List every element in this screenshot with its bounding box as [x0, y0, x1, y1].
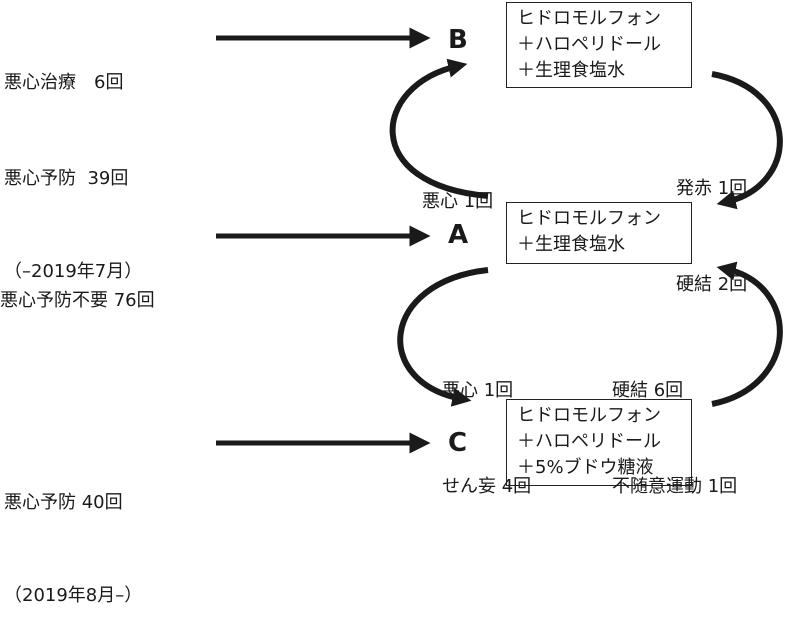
node-b-line-2: ＋ハロペリドール	[517, 34, 661, 55]
node-c-box: ヒドロモルフォン ＋ハロペリドール ＋5%ブドウ糖液	[506, 399, 692, 486]
transition-a-to-c-line-1: 悪心 1回	[442, 380, 514, 401]
node-b-line-3: ＋生理食塩水	[517, 60, 625, 81]
arrow-b-to-a	[711, 71, 783, 210]
input-to-c-line-1: 悪心予防 40回	[4, 492, 123, 513]
transition-b-to-a-line-1: 発赤 1回	[676, 178, 748, 199]
node-a-label: A	[448, 220, 469, 250]
node-a-line-1: ヒドロモルフォン	[517, 208, 661, 229]
transition-c-to-a-line-1: 硬結 6回	[612, 380, 684, 401]
input-to-b-line-1: 悪心治療 6回	[4, 72, 124, 93]
node-c-line-1: ヒドロモルフォン	[517, 405, 661, 426]
input-to-b-text: 悪心治療 6回 悪心予防 39回 （–2019年7月）	[4, 3, 142, 317]
transition-a-to-b-label: 悪心 1回	[422, 122, 493, 250]
input-to-b-line-2: 悪心予防 39回	[4, 168, 129, 189]
node-c-label: C	[448, 428, 468, 458]
transition-b-to-a-line-2: 硬結 2回	[676, 274, 748, 295]
input-to-a-line-1: 悪心予防不要 76回	[0, 290, 155, 311]
transition-c-to-a-line-2: 不随意運動 1回	[612, 476, 738, 497]
node-b-line-1: ヒドロモルフォン	[517, 8, 661, 29]
node-b-label: B	[448, 25, 468, 55]
arrow-a-to-b	[389, 58, 489, 199]
input-to-c-text: 悪心予防 40回 （2019年8月–）	[4, 424, 142, 642]
arrow-a-to-c	[397, 267, 489, 407]
transition-c-to-a-label: 硬結 6回 不随意運動 1回	[612, 311, 737, 535]
input-to-a-text: 悪心予防不要 76回	[0, 221, 155, 349]
transition-a-to-c-line-2: せん妄 4回	[442, 476, 532, 497]
input-to-b-line-3: （–2019年7月）	[4, 261, 143, 282]
node-b-box: ヒドロモルフォン ＋ハロペリドール ＋生理食塩水	[506, 2, 692, 88]
input-to-c-line-2: （2019年8月–）	[4, 585, 143, 606]
node-c-line-3: ＋5%ブドウ糖液	[517, 457, 654, 478]
node-a-line-2: ＋生理食塩水	[517, 234, 625, 255]
transition-a-to-c-label: 悪心 1回 せん妄 4回	[442, 311, 531, 535]
node-a-box: ヒドロモルフォン ＋生理食塩水	[506, 202, 692, 264]
transition-b-to-a-label: 発赤 1回 硬結 2回	[676, 109, 747, 333]
transition-a-to-b-line-1: 悪心 1回	[422, 191, 494, 212]
arrow-c-to-a	[711, 261, 783, 407]
node-c-line-2: ＋ハロペリドール	[517, 431, 661, 452]
flow-arrows	[216, 27, 783, 454]
